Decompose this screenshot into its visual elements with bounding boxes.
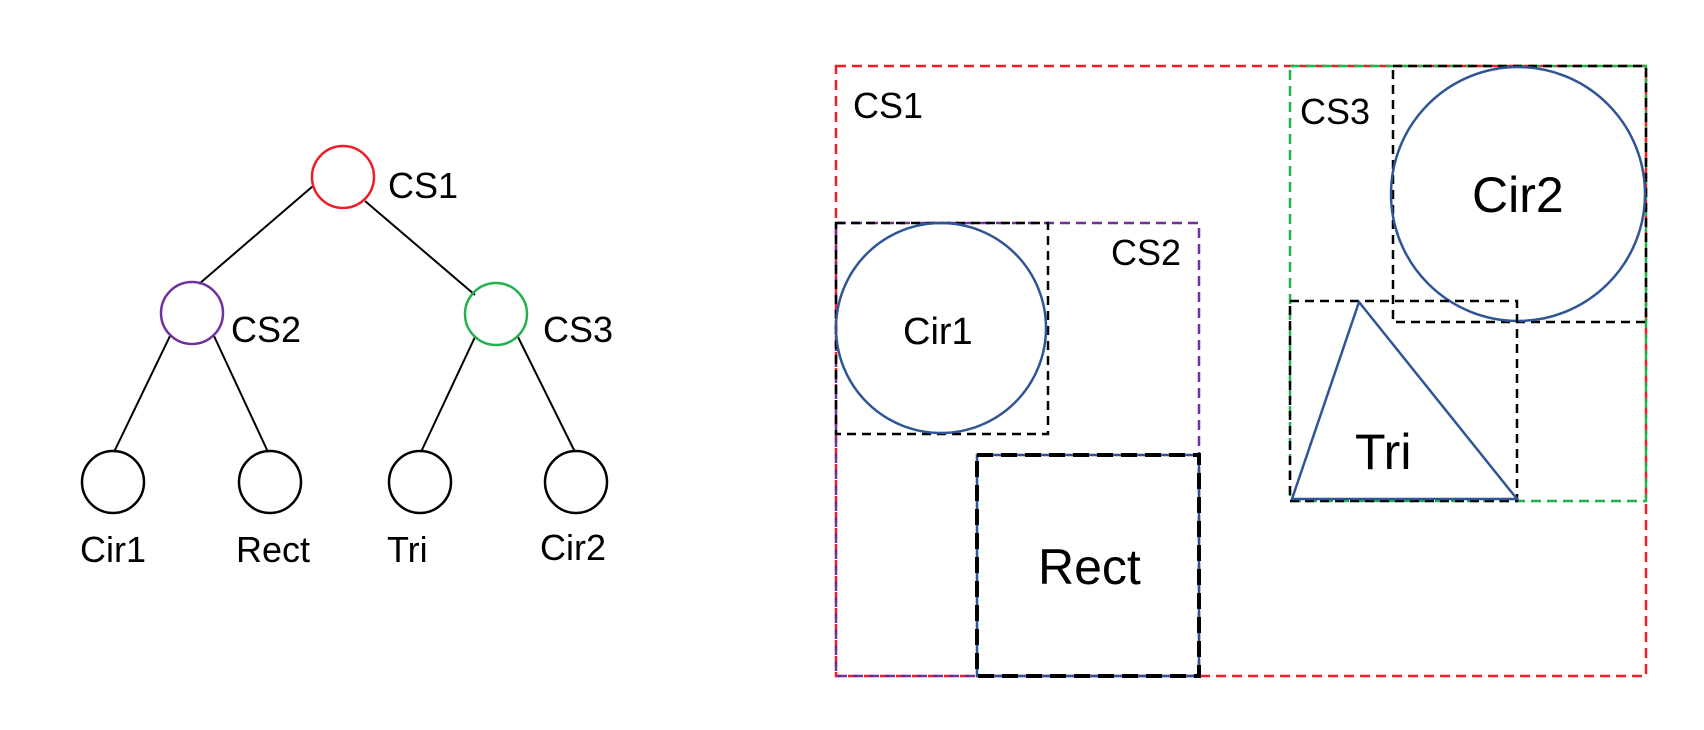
node-rect	[237, 449, 303, 515]
node-cs3	[463, 281, 529, 347]
tree-label-cs2: CS2	[231, 309, 301, 350]
region-cs1	[834, 64, 1648, 678]
region-label-cs3: CS3	[1300, 91, 1370, 132]
region-cs2	[834, 221, 1201, 678]
node-tri	[387, 449, 453, 515]
shape-label-cir2: Cir2	[1472, 167, 1564, 223]
shape-cir1	[834, 221, 1048, 435]
region-label-cs1: CS1	[853, 85, 923, 126]
shape-label-tri: Tri	[1355, 424, 1411, 480]
hierarchy-tree: CS1 CS2 CS3 Cir1 Rect Tri Cir2	[80, 144, 613, 570]
edge-cs1-cs3	[364, 200, 476, 296]
spatial-layout: CS1 CS3 Cir2 Tri CS2 Cir1 Rect	[834, 64, 1648, 678]
edge-cs2-rect	[213, 335, 269, 453]
edge-cs1-cs2	[198, 185, 314, 285]
node-cs2	[159, 280, 225, 346]
edge-cs3-tri	[420, 336, 476, 453]
node-cir2	[543, 449, 609, 515]
bbox-rect	[975, 453, 1201, 678]
edge-cs3-cir2	[517, 336, 576, 453]
tree-label-cs1: CS1	[388, 165, 458, 206]
tree-label-cir2: Cir2	[540, 527, 606, 568]
shape-label-rect: Rect	[1038, 539, 1141, 595]
tree-label-cs3: CS3	[543, 309, 613, 350]
tree-label-tri: Tri	[387, 529, 428, 570]
shape-tri	[1290, 299, 1520, 501]
bbox-tri	[1288, 299, 1519, 503]
region-label-cs2: CS2	[1111, 232, 1181, 273]
node-cs1	[310, 144, 376, 210]
shape-label-cir1: Cir1	[903, 311, 973, 353]
tree-label-cir1: Cir1	[80, 529, 146, 570]
tree-label-rect: Rect	[236, 529, 310, 570]
edge-cs2-cir1	[113, 335, 171, 453]
node-cir1	[80, 449, 146, 515]
